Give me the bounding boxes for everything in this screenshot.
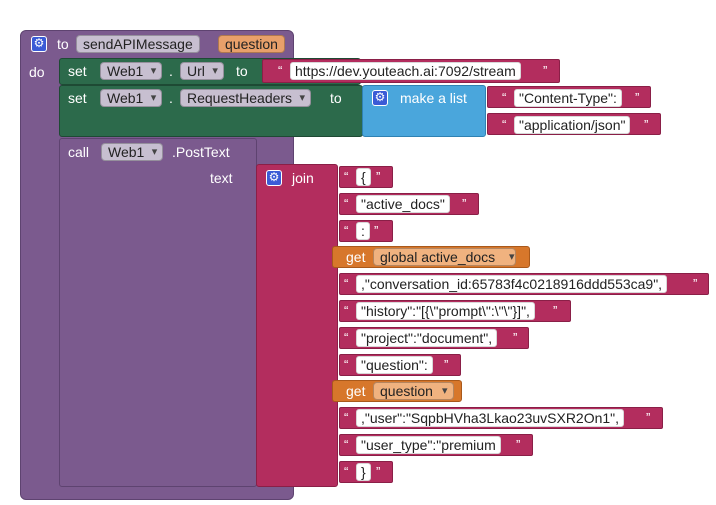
quote-close: ” [693, 276, 698, 291]
keyword-do: do [29, 64, 45, 80]
quote-close: ” [553, 303, 558, 318]
quote-close: ” [444, 357, 449, 372]
component-dropdown[interactable]: Web1 [100, 62, 163, 80]
quote-open: “ [278, 63, 283, 78]
dot: . [169, 90, 173, 106]
property-dropdown[interactable]: Url [180, 62, 224, 80]
quote-open: “ [344, 410, 349, 425]
join-block[interactable] [256, 164, 338, 487]
keyword-to: to [236, 63, 248, 79]
keyword-get: get [346, 383, 366, 399]
quote-close: ” [516, 437, 521, 452]
arg-text-label: text [210, 170, 233, 186]
quote-open: “ [502, 90, 507, 105]
quote-open: “ [344, 276, 349, 291]
join-item-text-field[interactable]: "active_docs" [356, 195, 450, 213]
quote-open: “ [344, 223, 349, 238]
keyword-to: to [57, 36, 69, 52]
quote-open: “ [344, 330, 349, 345]
quote-close: ” [376, 169, 381, 184]
gear-icon[interactable]: ⚙ [31, 36, 47, 52]
quote-open: “ [344, 196, 349, 211]
call-posttext-block[interactable] [59, 138, 257, 487]
url-text-field[interactable]: https://dev.youteach.ai:7092/stream [290, 62, 521, 80]
quote-open: “ [344, 303, 349, 318]
keyword-to: to [330, 90, 342, 106]
keyword-get: get [346, 249, 366, 265]
join-item-text-field[interactable]: "question": [356, 356, 433, 374]
join-item-text-field[interactable]: ,"user":"SqpbHVha3Lkao23uvSXR2On1", [356, 409, 625, 427]
join-item-text-field[interactable]: } [356, 463, 371, 481]
join-item-text-field[interactable]: ,"conversation_id:65783f4c0218916ddd553c… [356, 275, 668, 293]
keyword-call: call [68, 144, 90, 160]
chevron-down-icon: ▾ [442, 385, 448, 397]
quote-close: ” [644, 117, 649, 132]
gear-icon[interactable]: ⚙ [372, 90, 388, 106]
quote-close: ” [462, 196, 467, 211]
variable-dropdown[interactable]: question [373, 382, 454, 400]
property-dropdown[interactable]: RequestHeaders [180, 89, 312, 107]
quote-close: ” [635, 90, 640, 105]
quote-open: “ [502, 117, 507, 132]
param-question[interactable]: question [218, 35, 285, 53]
quote-close: ” [513, 330, 518, 345]
list-item-text-field[interactable]: "application/json" [514, 116, 631, 134]
join-item-text-field[interactable]: "project":"document", [356, 329, 498, 347]
list-item-text-field[interactable]: "Content-Type": [514, 89, 622, 107]
join-item-text-field[interactable]: "history":"[{\"prompt\":\"\"}]", [356, 302, 535, 320]
join-item-text-field[interactable]: : [356, 222, 370, 240]
quote-open: “ [344, 437, 349, 452]
join-label: join [292, 170, 314, 186]
component-dropdown[interactable]: Web1 [100, 89, 163, 107]
keyword-set: set [68, 90, 87, 106]
quote-open: “ [344, 464, 349, 479]
gear-icon[interactable]: ⚙ [266, 170, 282, 186]
quote-close: ” [543, 63, 548, 78]
quote-open: “ [344, 357, 349, 372]
chevron-down-icon: ▾ [509, 251, 515, 263]
variable-dropdown[interactable]: global active_docs [373, 248, 517, 266]
component-dropdown[interactable]: Web1 [101, 143, 164, 161]
quote-close: ” [376, 464, 381, 479]
join-item-text-field[interactable]: { [356, 168, 371, 186]
join-item-text-field[interactable]: "user_type":"premium [356, 436, 501, 454]
keyword-set: set [68, 63, 87, 79]
quote-close: ” [646, 410, 651, 425]
dot: . [169, 63, 173, 79]
quote-close: ” [374, 223, 379, 238]
method-label: .PostText [172, 144, 230, 160]
procedure-name-field[interactable]: sendAPIMessage [76, 35, 200, 53]
make-list-label: make a list [400, 90, 467, 106]
quote-open: “ [344, 169, 349, 184]
